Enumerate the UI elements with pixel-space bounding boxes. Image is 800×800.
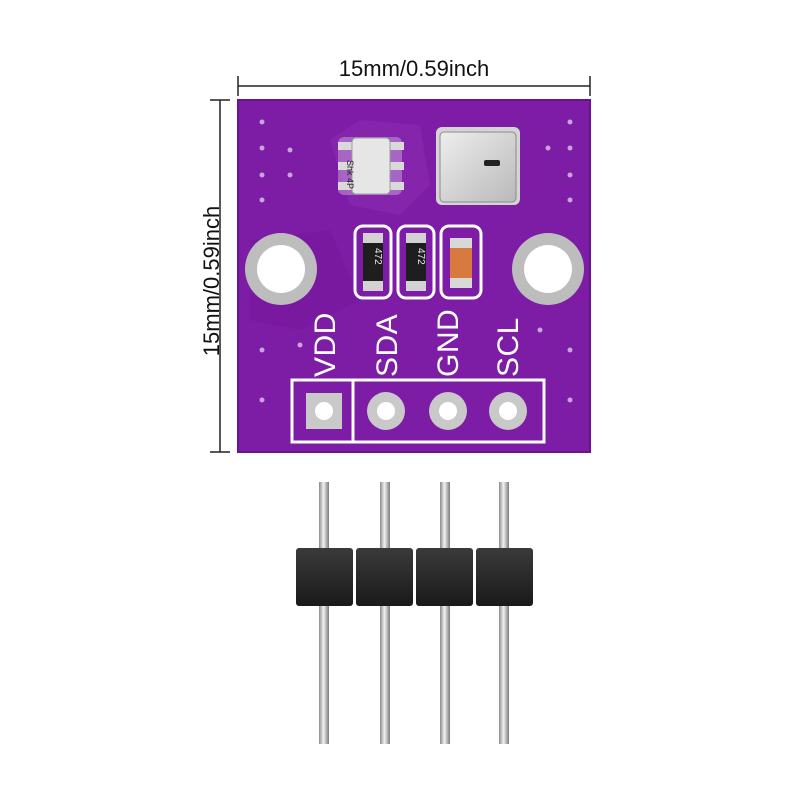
via-holes [259,119,573,403]
width-dimension-label: 15mm/0.59inch [338,56,490,81]
pin-label-sda: SDA [371,313,404,377]
pin-label-scl: SCL [492,317,525,377]
resistor-r1-label: 472 [372,248,383,265]
sensor-chip-large [436,127,520,205]
width-dimension-line [237,76,591,96]
capacitor-c1 [439,224,483,300]
chip-marking: Shk 4P [345,160,355,190]
resistor-r1 [353,224,393,300]
pin-label-vdd: VDD [309,312,342,377]
mounting-hole-right [512,233,584,305]
resistor-r2 [396,224,436,300]
height-dimension-label: 15mm/0.59inch [199,205,224,357]
pin-silkscreen-box [290,378,546,444]
sensor-chip-small [338,137,404,195]
resistor-r2-label: 472 [415,248,426,265]
pin-pads [306,392,527,430]
mounting-hole-left [245,233,317,305]
pin-label-gnd: GND [432,308,465,377]
pin-header [296,482,533,744]
height-dimension-line [210,99,230,453]
